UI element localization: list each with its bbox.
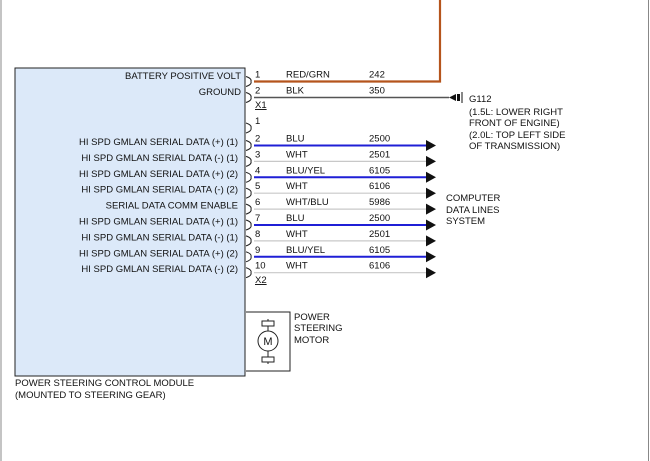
ground-note-line-4: OF TRANSMISSION)	[469, 141, 560, 152]
pin-function-label: HI SPD GMLAN SERIAL DATA (+) (1)	[79, 137, 238, 148]
ground-note-line-1: (1.5L: LOWER RIGHT	[469, 107, 563, 118]
wire-color-code: BLU	[286, 134, 305, 145]
connector-brackets	[245, 76, 252, 279]
pin-number: 7	[255, 213, 260, 224]
motor-label-line-2: STEERING	[294, 323, 343, 334]
ground-note-line-2: FRONT OF ENGINE)	[469, 118, 560, 129]
arrow-right-icon	[426, 140, 436, 151]
connector-cavity	[245, 267, 252, 279]
pin-function-label: BATTERY POSITIVE VOLT	[125, 71, 241, 82]
circuit-number: 2501	[369, 229, 390, 240]
connector-cavity	[245, 140, 252, 151]
wire-color-code: RED/GRN	[286, 70, 330, 81]
circuit-number: 6106	[369, 261, 390, 272]
circuit-number: 242	[369, 70, 385, 81]
connector-x2-label: X2	[255, 275, 267, 286]
wire-color-code: WHT	[286, 181, 308, 192]
circuit-number: 6105	[369, 245, 390, 256]
circuit-number: 350	[369, 86, 385, 97]
pin-number: 1	[255, 70, 260, 81]
data-system-line-1: COMPUTER	[446, 193, 501, 204]
pin-number: 2	[255, 86, 260, 97]
pin-function-label: HI SPD GMLAN SERIAL DATA (+) (2)	[79, 169, 238, 180]
pin-function-label: SERIAL DATA COMM ENABLE	[106, 201, 238, 212]
pin-function-label: HI SPD GMLAN SERIAL DATA (-) (2)	[81, 264, 238, 275]
ground-note-line-3: (2.0L: TOP LEFT SIDE	[469, 130, 565, 141]
connector-cavity	[245, 92, 252, 103]
circuit-number: 6105	[369, 165, 390, 176]
connector-cavity	[245, 187, 252, 199]
connector-cavity	[245, 76, 252, 87]
motor-label-line-3: MOTOR	[294, 335, 329, 346]
motor-icon	[257, 330, 279, 352]
arrow-right-icon	[426, 171, 436, 183]
pin-number: 4	[255, 165, 260, 176]
wire-color-code: BLU/YEL	[286, 165, 325, 176]
arrow-right-icon	[426, 267, 436, 279]
pin-function-label: HI SPD GMLAN SERIAL DATA (-) (1)	[81, 232, 238, 243]
power-steering-control-module	[14, 67, 246, 377]
wire-color-code: BLK	[286, 86, 305, 97]
data-system-line-3: SYSTEM	[446, 216, 485, 227]
connector-cavity	[245, 203, 252, 215]
pin-function-label: HI SPD GMLAN SERIAL DATA (-) (1)	[81, 153, 238, 164]
pin-number: 5	[255, 181, 260, 192]
pin-number: 8	[255, 229, 260, 240]
unused-pin-label: 1	[255, 116, 260, 127]
circuit-number: 2500	[369, 213, 390, 224]
data-system-line-2: DATA LINES	[446, 205, 500, 216]
pin-function-label: HI SPD GMLAN SERIAL DATA (+) (2)	[79, 248, 238, 259]
ground-symbol	[449, 92, 463, 103]
connector-cavity	[245, 235, 252, 247]
arrow-right-icon	[426, 203, 436, 215]
wire-color-code: WHT	[286, 149, 308, 160]
pin-number: 2	[255, 134, 260, 145]
pin-number: 3	[255, 149, 260, 160]
module-title: POWER STEERING CONTROL MODULE	[15, 378, 194, 389]
battery-feed-wire	[254, 0, 442, 83]
motor-label-line-1: POWER	[294, 312, 330, 323]
wire-color-code: BLU	[286, 213, 305, 224]
connector-x1-label: X1	[255, 100, 267, 111]
connector-cavity	[245, 219, 252, 231]
ground-name: G112	[469, 94, 492, 105]
wire-color-code: WHT/BLU	[286, 197, 329, 208]
arrow-right-icon	[426, 187, 436, 199]
connector-cavity	[245, 171, 252, 183]
wires	[254, 96, 449, 279]
pin-function-label: HI SPD GMLAN SERIAL DATA (-) (2)	[81, 185, 238, 196]
pin-function-label: HI SPD GMLAN SERIAL DATA (+) (1)	[79, 217, 238, 228]
pin-function-label: GROUND	[199, 87, 241, 98]
motor-assembly: M	[246, 311, 291, 372]
arrow-right-icon	[426, 155, 436, 167]
arrow-right-icon	[426, 219, 436, 231]
arrow-right-icon	[426, 235, 436, 247]
pin-number: 6	[255, 197, 260, 208]
wire-color-code: WHT	[286, 261, 308, 272]
pin-number: 9	[255, 245, 260, 256]
wire-color-code: WHT	[286, 229, 308, 240]
wire-color-code: BLU/YEL	[286, 245, 325, 256]
connector-cavity	[245, 155, 252, 167]
arrow-right-icon	[426, 251, 436, 263]
motor-symbol: M	[263, 336, 272, 348]
connector-cavity	[245, 251, 252, 263]
circuit-number: 6106	[369, 181, 390, 192]
circuit-number: 2500	[369, 134, 390, 145]
circuit-number: 2501	[369, 149, 390, 160]
connector-cavity	[245, 122, 252, 134]
module-location: (MOUNTED TO STEERING GEAR)	[15, 390, 166, 401]
pin-number: 10	[255, 261, 266, 272]
circuit-number: 5986	[369, 197, 390, 208]
